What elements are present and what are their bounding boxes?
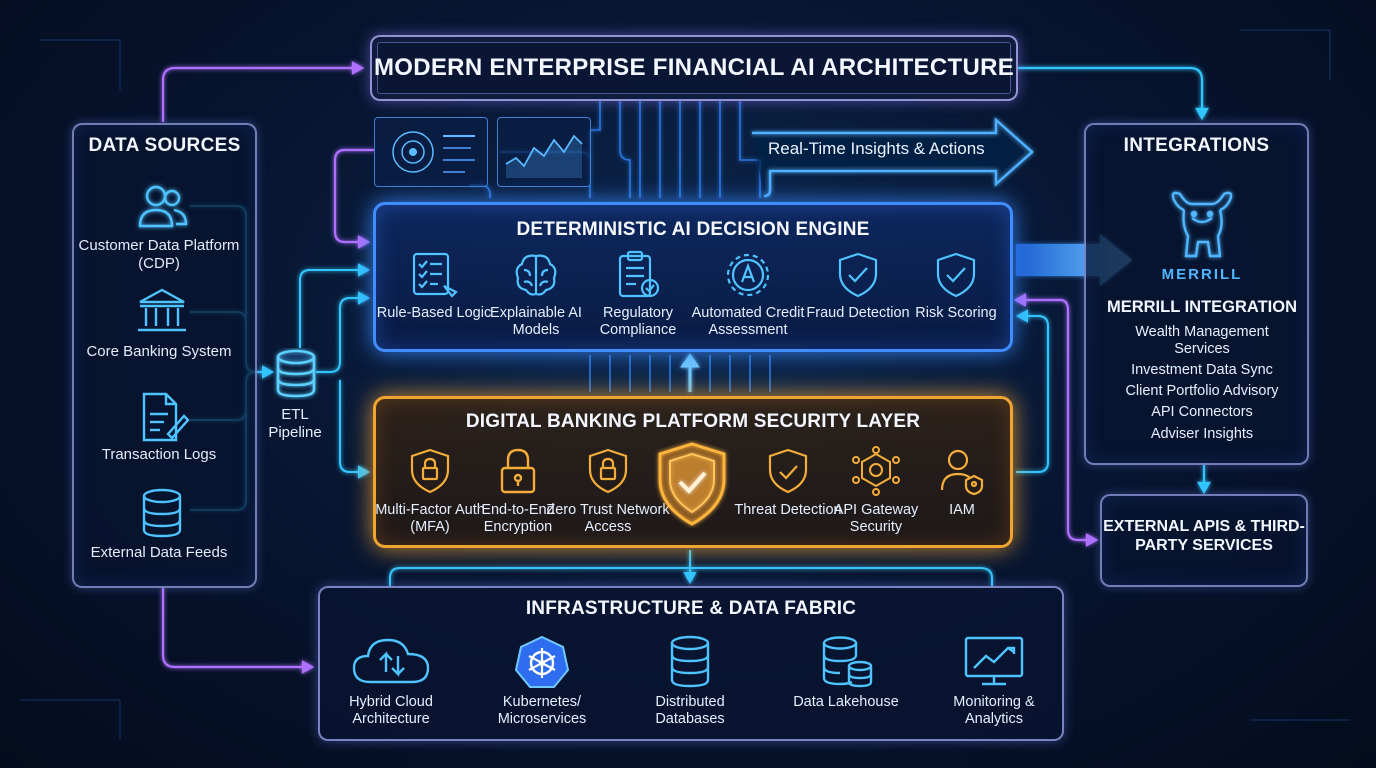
brain-icon	[515, 254, 557, 296]
merrill-integration-title: MERRILL INTEGRATION	[1106, 298, 1298, 316]
security-label-mfa: Multi-Factor Auth (MFA)	[375, 502, 485, 535]
dashboard-thumbnail-radar	[374, 117, 488, 187]
shield-lock-icon	[410, 448, 450, 494]
integrations-title: INTEGRATIONS	[1123, 135, 1270, 156]
users-icon	[138, 185, 188, 228]
engine-label-risk: Risk Scoring	[915, 305, 997, 321]
bull-icon	[1171, 191, 1233, 258]
security-title: DIGITAL BANKING PLATFORM SECURITY LAYER	[465, 411, 921, 432]
integration-item: Client Portfolio Advisory	[1125, 383, 1279, 399]
user-key-icon	[940, 449, 984, 496]
security-label-iam: IAM	[949, 502, 975, 518]
shield-alert-icon	[768, 448, 808, 494]
source-label-external-feeds: External Data Feeds	[90, 544, 228, 561]
integration-item: API Connectors	[1151, 404, 1253, 420]
source-label-core-banking: Core Banking System	[86, 343, 232, 360]
padlock-icon	[500, 448, 536, 494]
engine-label-credit: Automated Credit Assessment	[691, 305, 805, 338]
database-icon	[142, 488, 182, 538]
security-label-encryption: End-to-End Encryption	[481, 502, 555, 535]
infra-label-lakehouse: Data Lakehouse	[793, 694, 899, 710]
engine-label-explainable: Explainable AI Models	[490, 305, 582, 338]
security-label-zero-trust: Zero Trust Network Access	[546, 502, 670, 535]
source-label-cdp: Customer Data Platform (CDP)	[78, 237, 240, 272]
infra-title: INFRASTRUCTURE & DATA FABRIC	[525, 598, 857, 619]
merrill-brand: MERRILL	[1161, 266, 1243, 283]
engine-title: DETERMINISTIC AI DECISION ENGINE	[516, 219, 870, 240]
engine-label-fraud: Fraud Detection	[806, 305, 910, 321]
engine-label-regulatory: Regulatory Compliance	[599, 305, 677, 338]
infra-label-kubernetes: Kubernetes/ Microservices	[497, 694, 587, 727]
source-label-transaction-logs: Transaction Logs	[101, 446, 217, 463]
shield-check-icon	[936, 252, 976, 298]
infrastructure-panel: INFRASTRUCTURE & DATA FABRIC	[318, 586, 1064, 741]
infra-label-hybrid-cloud: Hybrid Cloud Architecture	[349, 694, 433, 727]
integrations-panel: INTEGRATIONS	[1084, 123, 1309, 465]
database-stack-icon	[822, 636, 873, 688]
shield-lock-icon	[588, 448, 628, 494]
monitor-chart-icon	[964, 636, 1024, 686]
shield-check-icon	[838, 252, 878, 298]
bank-icon	[138, 288, 186, 332]
cloud-sync-icon	[352, 638, 430, 684]
integration-item: Wealth Management Services	[1135, 324, 1269, 357]
security-label-threat: Threat Detection	[734, 502, 842, 518]
data-sources-title: DATA SOURCES	[88, 135, 241, 156]
external-apis-title: EXTERNAL APIS & THIRD-PARTY SERVICES	[1103, 518, 1305, 554]
integration-item: Investment Data Sync	[1131, 362, 1273, 378]
document-pen-icon	[142, 392, 190, 442]
line-chart-icon	[505, 134, 583, 178]
dashboard-thumbnail-chart	[497, 117, 591, 187]
integration-item: Adviser Insights	[1150, 426, 1254, 442]
infra-label-monitoring: Monitoring & Analytics	[953, 694, 1035, 727]
decision-engine-panel: DETERMINISTIC AI DECISION ENGINE	[373, 202, 1013, 352]
security-label-api-gateway: API Gateway Security	[833, 502, 919, 535]
etl-database-icon	[276, 349, 316, 398]
realtime-label: Real-Time Insights & Actions	[768, 139, 985, 158]
engine-label-rule-based: Rule-Based Logic	[376, 305, 492, 321]
external-apis-panel	[1100, 494, 1308, 587]
large-shield-check-icon	[658, 442, 726, 526]
page-title-box: MODERN ENTERPRISE FINANCIAL AI ARCHITECT…	[370, 35, 1018, 101]
checklist-icon	[412, 252, 458, 298]
database-icon	[670, 635, 710, 688]
network-nodes-icon	[852, 446, 900, 496]
credit-gear-icon	[726, 253, 770, 297]
radar-icon	[392, 131, 475, 173]
kubernetes-icon	[514, 635, 570, 688]
infra-label-distributed-db: Distributed Databases	[655, 694, 725, 727]
clipboard-check-icon	[618, 250, 660, 298]
etl-label: ETL Pipeline	[268, 406, 322, 441]
page-title: MODERN ENTERPRISE FINANCIAL AI ARCHITECT…	[373, 54, 1015, 81]
